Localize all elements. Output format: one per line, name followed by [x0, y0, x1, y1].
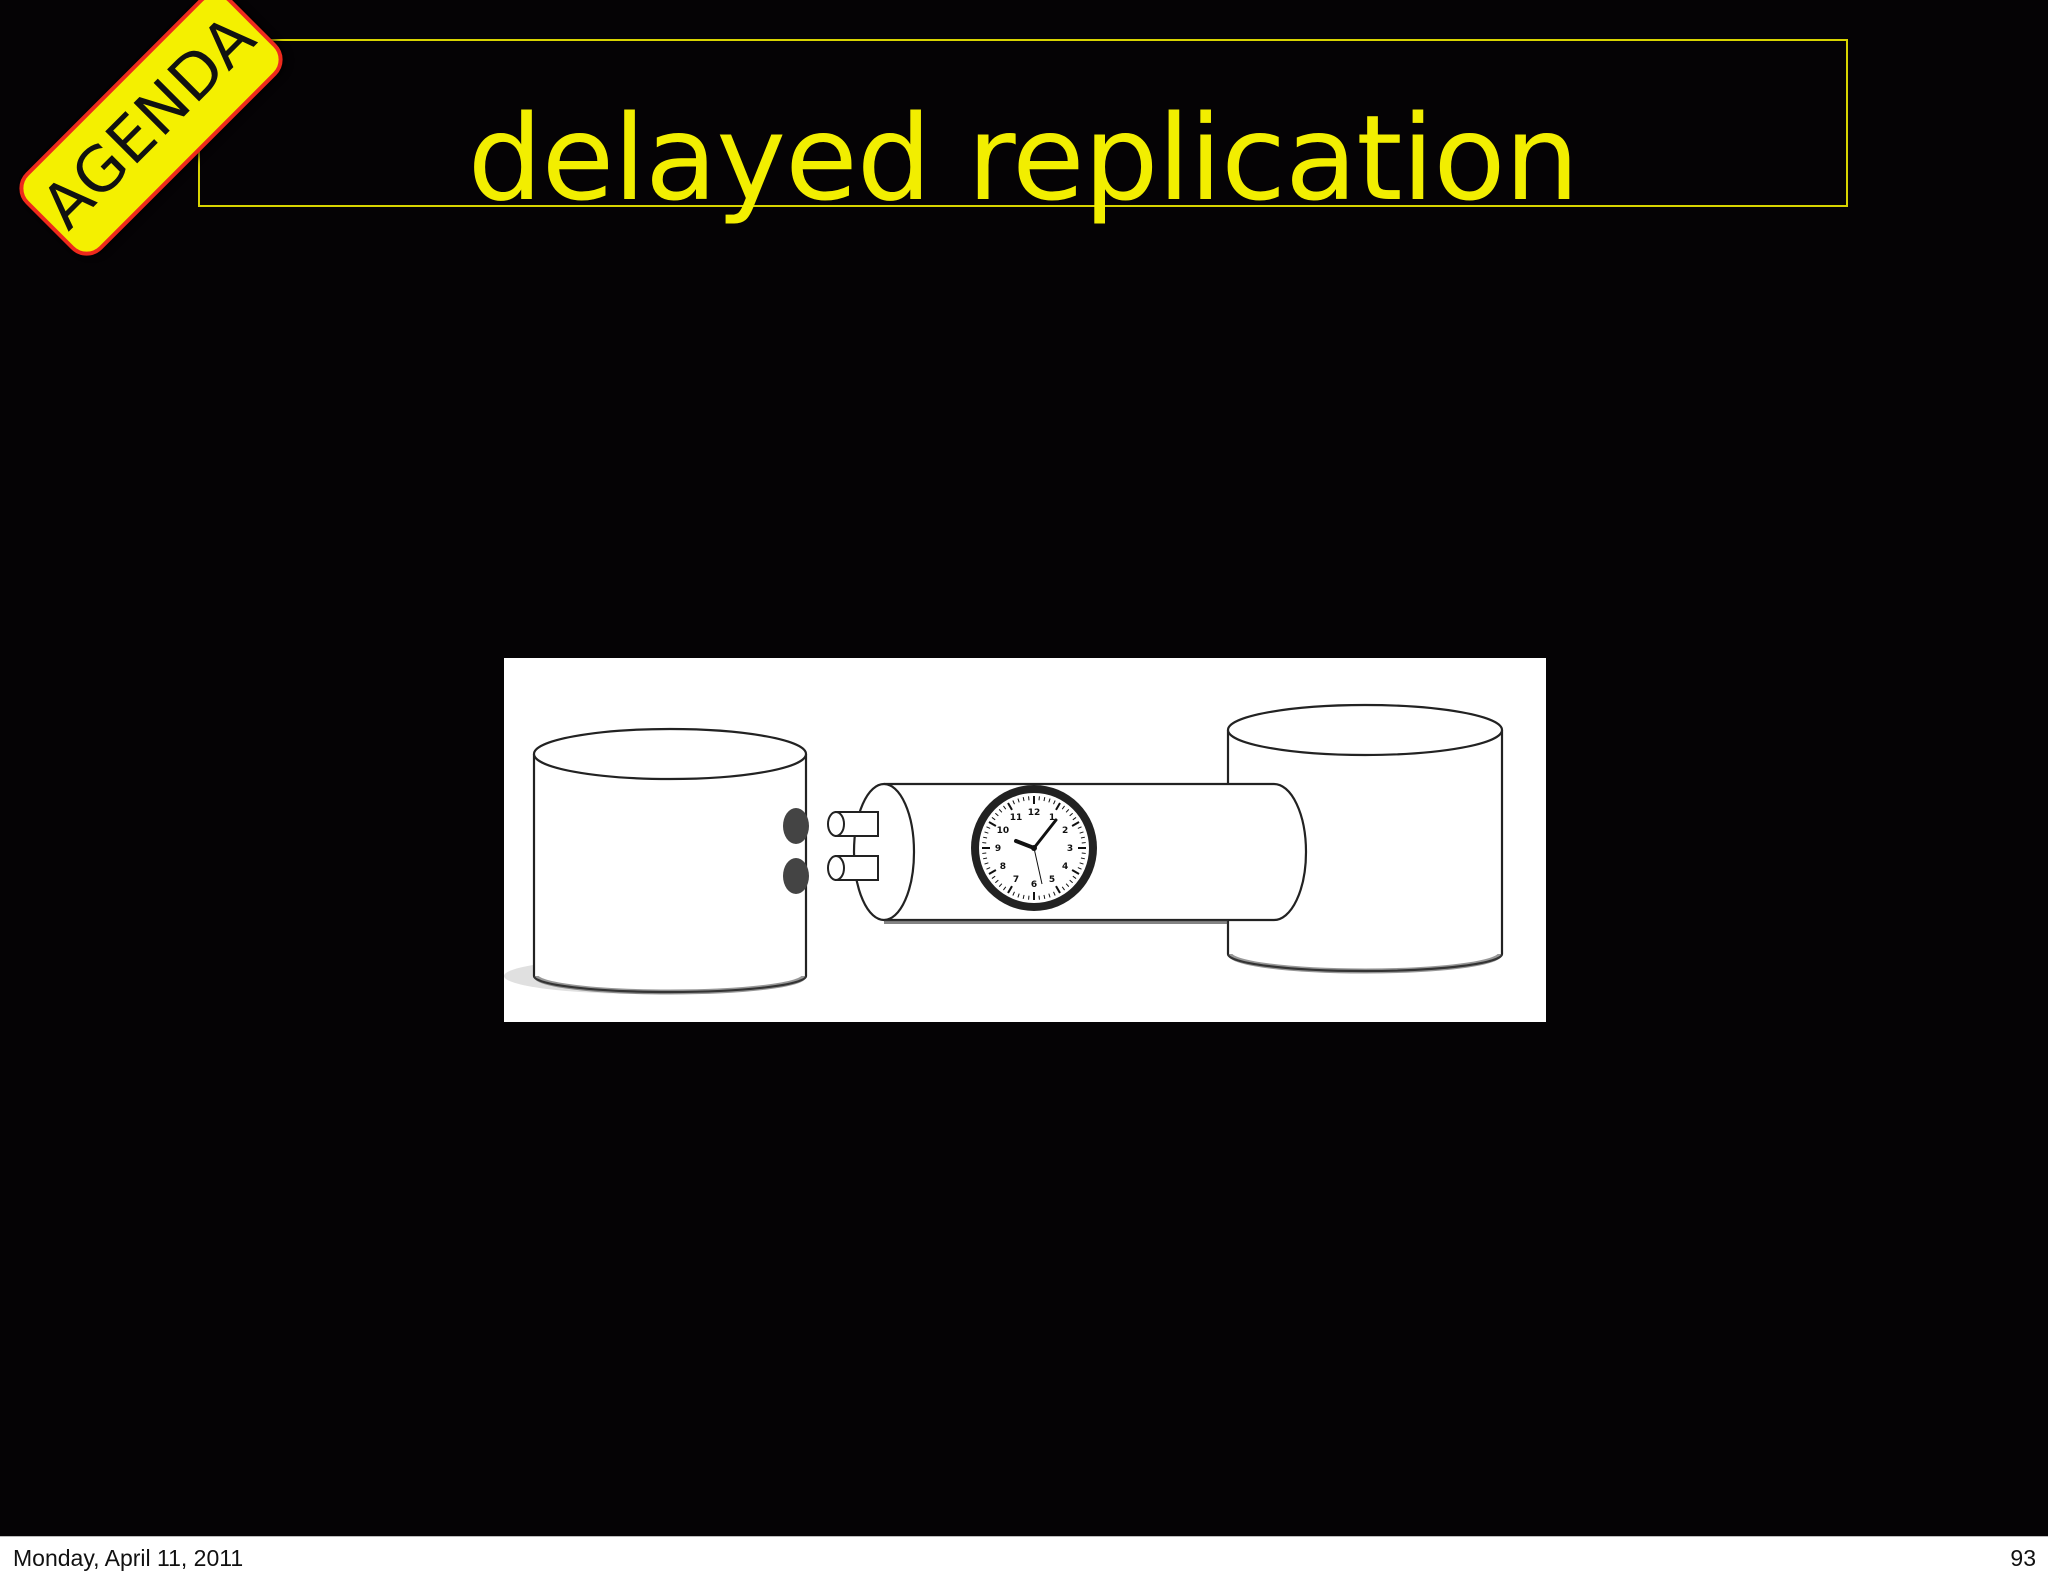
clock-tick	[1022, 894, 1025, 899]
clock-tick	[998, 809, 1003, 813]
clock-tick	[1055, 802, 1061, 811]
clock-tick	[1017, 798, 1020, 803]
clock-tick	[984, 831, 989, 834]
replica-database-icon	[1226, 703, 1504, 974]
clock-tick	[991, 875, 996, 879]
clock-number: 1	[1049, 813, 1055, 823]
clock-number: 9	[995, 844, 1001, 854]
clock-tick	[1080, 836, 1085, 839]
clock-tick	[1080, 857, 1085, 860]
clock-tick	[983, 836, 988, 839]
clock-tick	[1065, 809, 1070, 813]
socket-icon	[783, 808, 809, 844]
clock-tick	[1061, 886, 1065, 891]
clock-tick	[1061, 805, 1065, 810]
clock-tick	[1048, 893, 1051, 898]
clock-number: 6	[1031, 880, 1037, 890]
plug-prong-icon	[827, 855, 879, 881]
clock-tick	[1007, 885, 1013, 894]
clock-tick	[1017, 893, 1020, 898]
clock-tick	[986, 867, 991, 870]
slide-title: delayed replication	[467, 89, 1580, 227]
clock-tick	[1071, 869, 1080, 875]
clock-tick	[995, 812, 999, 817]
clock-number: 7	[1013, 875, 1019, 885]
clock-number: 2	[1062, 826, 1068, 836]
clock-tick	[1022, 797, 1025, 802]
clock-tick	[1069, 879, 1073, 884]
clock-tick	[1077, 826, 1082, 829]
clock-tick	[1065, 883, 1070, 887]
clock-number: 4	[1062, 862, 1068, 872]
clock-tick	[1071, 821, 1080, 827]
clock-number: 11	[1010, 813, 1023, 823]
title-frame: delayed replication	[198, 39, 1848, 217]
clock-number: 10	[997, 826, 1010, 836]
clock-tick	[1079, 862, 1084, 865]
clock-tick	[1077, 867, 1082, 870]
clock-tick	[1003, 805, 1007, 810]
slide: delayed replication AGENDA	[0, 0, 2048, 1536]
clock-tick	[995, 879, 999, 884]
clock-number: 8	[1000, 862, 1006, 872]
clock-tick	[1053, 800, 1056, 805]
footer-date: Monday, April 11, 2011	[13, 1545, 244, 1571]
page-number: 93	[2010, 1545, 2036, 1571]
clock-tick	[1012, 800, 1015, 805]
clock-tick	[1055, 885, 1061, 894]
clock-tick	[991, 817, 996, 821]
clock-tick	[1012, 891, 1015, 896]
clock-tick	[1069, 812, 1073, 817]
clock-number: 5	[1049, 875, 1055, 885]
clock-tick	[988, 869, 997, 875]
socket-icon	[783, 858, 809, 894]
clock-tick	[983, 857, 988, 860]
clock-tick	[1048, 798, 1051, 803]
clock-tick	[984, 862, 989, 865]
clock-tick	[1007, 802, 1013, 811]
clock-tick	[1079, 831, 1084, 834]
clock-tick	[1053, 891, 1056, 896]
clock-tick	[1072, 817, 1077, 821]
clock-tick	[986, 826, 991, 829]
source-database-icon	[504, 727, 809, 995]
clock-number: 12	[1028, 808, 1041, 818]
footer-bar: Monday, April 11, 2011 93	[0, 1536, 2048, 1576]
clock-tick	[1003, 886, 1007, 891]
clock-number: 3	[1067, 844, 1073, 854]
clock-tick	[998, 883, 1003, 887]
clock-tick	[1043, 797, 1046, 802]
clock-tick	[1043, 894, 1046, 899]
plug-prong-icon	[827, 811, 879, 837]
clock-tick	[1072, 875, 1077, 879]
clock-tick	[988, 821, 997, 827]
